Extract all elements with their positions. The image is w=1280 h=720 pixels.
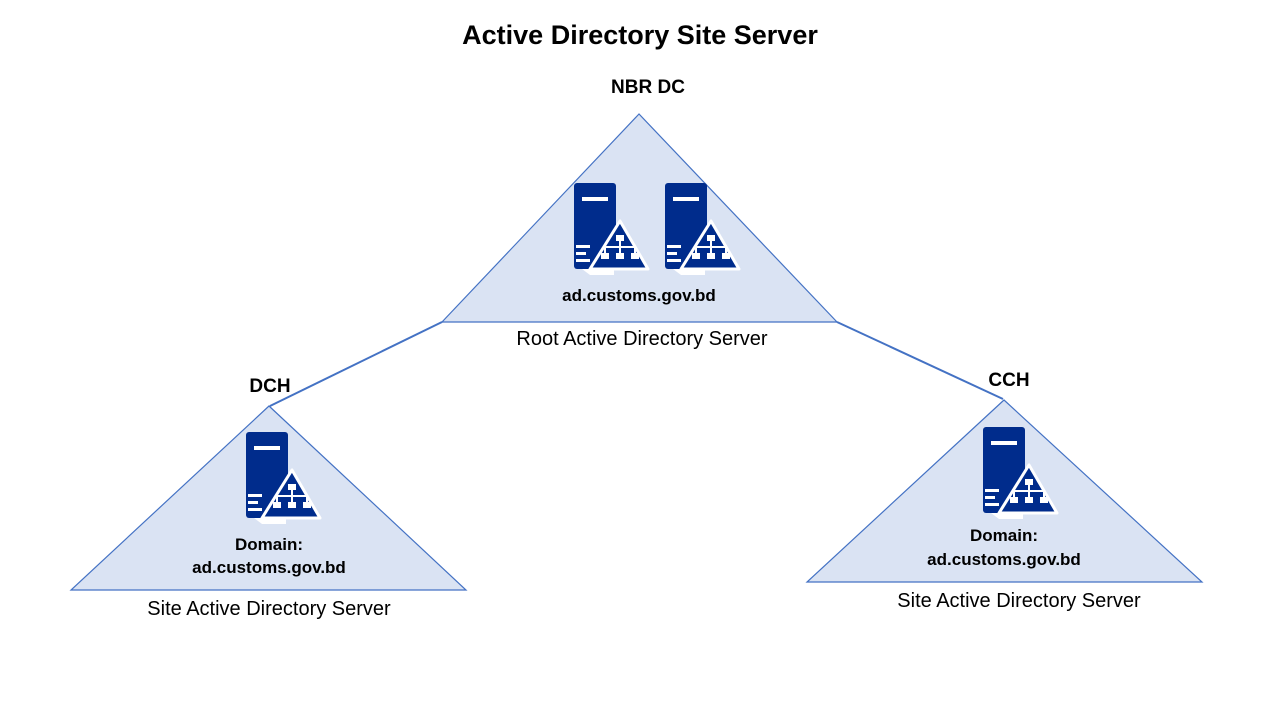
cch-node-name: CCH — [988, 370, 1030, 391]
connector-root-to-dch — [269, 321, 443, 407]
dch-node-name: DCH — [249, 376, 291, 397]
root-caption: Root Active Directory Server — [516, 328, 768, 350]
dch-domain: ad.customs.gov.bd — [192, 558, 346, 577]
dch-caption: Site Active Directory Server — [147, 598, 391, 620]
cch-domain: ad.customs.gov.bd — [927, 550, 1081, 569]
diagram-title: Active Directory Site Server — [462, 20, 818, 50]
connector-root-to-cch — [836, 321, 1004, 400]
root-domain: ad.customs.gov.bd — [562, 286, 716, 305]
dch-domain-label: Domain: — [235, 535, 303, 554]
cch-domain-label: Domain: — [970, 526, 1038, 545]
cch-caption: Site Active Directory Server — [897, 590, 1141, 612]
root-node-name: NBR DC — [611, 77, 685, 98]
